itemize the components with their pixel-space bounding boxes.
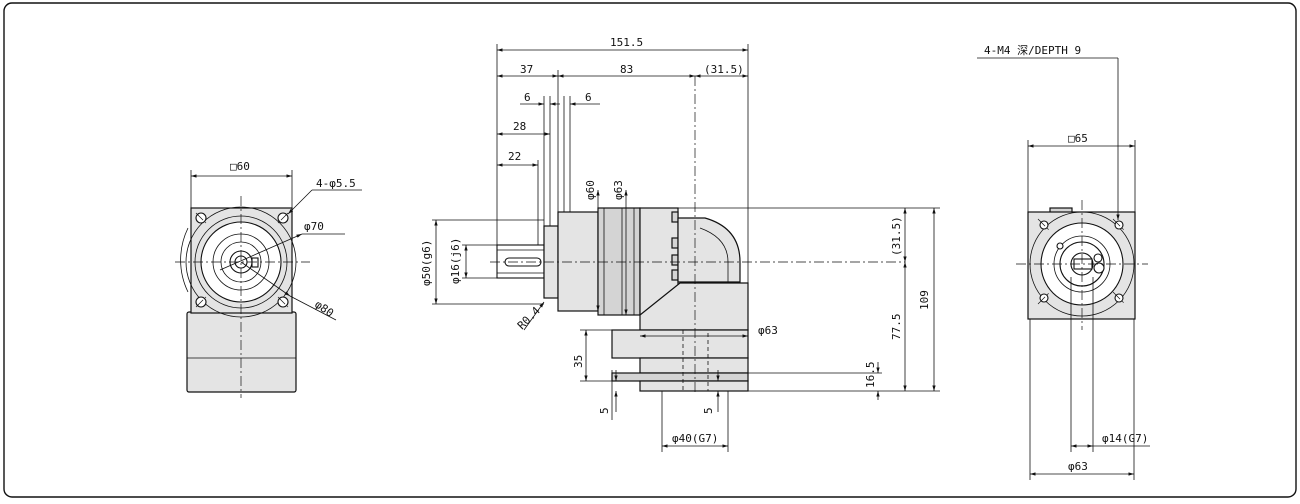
front-pcd-label: φ70 [304,220,324,233]
sheet-border [3,2,1297,498]
front-outer-label: φ80 [312,298,336,320]
dim-31-5-vertical: (31.5) [890,216,903,256]
dim-seg2: 83 [620,63,633,76]
right-view: □65 4-M4 深/DEPTH 9 φ14(G7) φ63 [977,44,1150,480]
reducer-body [557,211,599,312]
dim-77-5: 77.5 [890,314,903,341]
dim-shaft-28: 28 [513,120,526,133]
dim-flange-left: 6 [524,91,531,104]
motor-adapter [611,329,749,359]
right-angle-housing [677,217,741,283]
dim-pilot: φ50(g6) [420,240,433,286]
dim-overall: 151.5 [610,36,643,49]
right-square-label: □65 [1068,132,1088,145]
dim-5-right: 5 [702,407,715,414]
dim-16-5: 16.5 [864,362,877,389]
dim-bottom-dia: φ63 [758,324,778,337]
gearbox-housing [186,311,297,393]
dim-5-left: 5 [598,407,611,414]
dim-dia-63: φ63 [612,180,625,200]
side-view: 151.5 37 83 (31.5) 6 6 28 22 φ60 φ63 φ50… [420,36,940,452]
right-outer-label: φ63 [1068,460,1088,473]
dim-bore: φ40(G7) [672,432,718,445]
dim-109: 109 [918,290,931,310]
dim-flange-right: 6 [585,91,592,104]
front-holes-label: 4-φ5.5 [316,177,356,190]
dim-height-35: 35 [572,355,585,368]
dim-seg3: (31.5) [704,63,744,76]
motor-flange [639,380,749,392]
dim-dia-60: φ60 [584,180,597,200]
dim-shaft-dia: φ16(j6) [449,238,462,284]
front-view: □60 4-φ5.5 φ70 φ80 [175,160,362,398]
right-bore-label: φ14(G7) [1102,432,1148,445]
dim-fillet: R0.4 [515,304,543,332]
dim-shaft-22: 22 [508,150,521,163]
right-holes-label: 4-M4 深/DEPTH 9 [984,44,1081,57]
front-square-label: □60 [230,160,250,173]
dim-seg1: 37 [520,63,533,76]
